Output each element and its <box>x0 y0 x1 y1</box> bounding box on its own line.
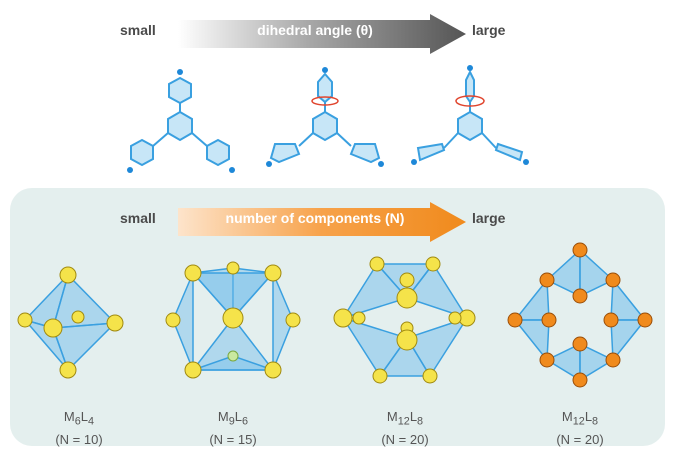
bottom-small-label: small <box>120 210 156 226</box>
cage-label-3: M12L8 (N = 20) <box>381 409 429 447</box>
cage-m12l8-yellow <box>333 256 476 384</box>
ligand-twisted-medium <box>266 67 384 167</box>
cage-m12l8-orange <box>507 242 653 388</box>
bottom-large-label: large <box>472 210 506 226</box>
dihedral-angle-title: dihedral angle (θ) <box>257 22 373 38</box>
dihedral-angle-arrow <box>178 14 466 54</box>
cage-label-2: M9L6 (N = 15) <box>209 409 257 447</box>
top-large-label: large <box>472 22 506 38</box>
ligand-twisted-large <box>411 65 529 165</box>
cage-m9l6 <box>165 261 301 379</box>
top-small-label: small <box>120 22 156 38</box>
components-arrow <box>178 202 466 242</box>
components-title: number of components (N) <box>225 210 405 226</box>
cage-label-1: M6L4 (N = 10) <box>55 409 103 447</box>
cage-m6l4 <box>17 266 124 379</box>
cage-label-4: M12L8 (N = 20) <box>556 409 604 447</box>
ligand-planar <box>127 69 235 173</box>
